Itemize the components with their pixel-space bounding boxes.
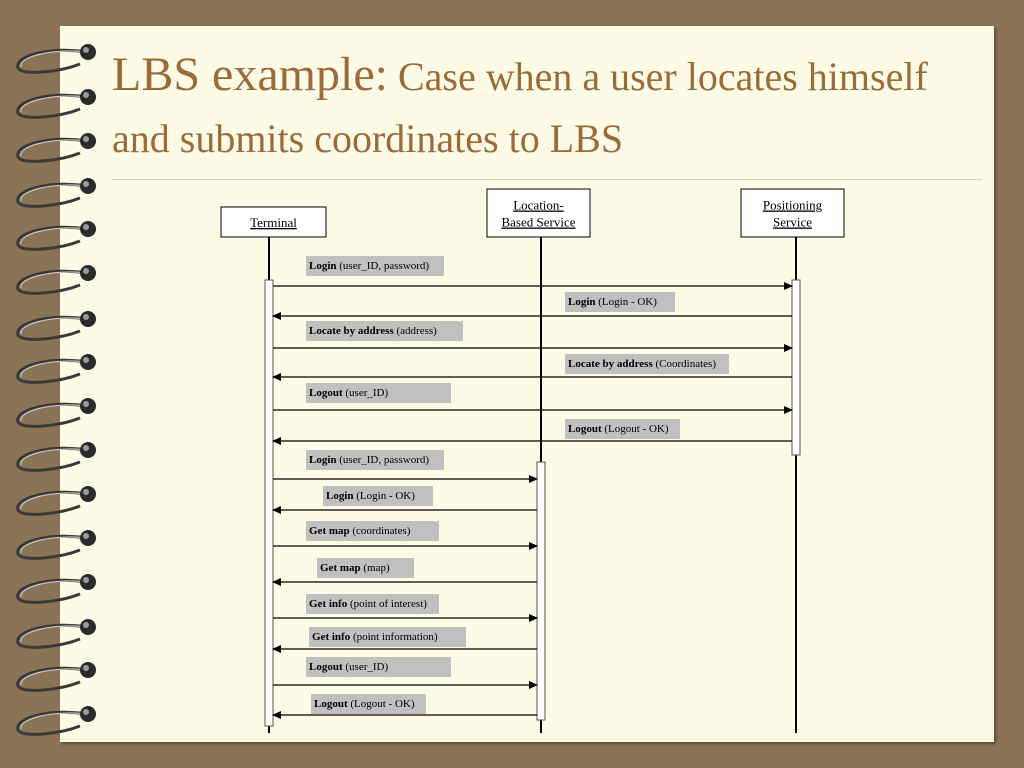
message: Logout (user_ID) — [273, 657, 538, 689]
message-label: Logout (Logout - OK) — [568, 423, 669, 435]
message-label: Login (user_ID, password) — [309, 260, 429, 272]
message-label-bg — [306, 521, 439, 541]
message: Get map (map) — [272, 558, 537, 586]
message-label: Login (user_ID, password) — [309, 454, 429, 466]
message-label: Logout (user_ID) — [309, 661, 388, 673]
message-label-bg — [317, 558, 414, 578]
participant-terminal: Terminal — [220, 206, 327, 238]
message: Login (Login - OK) — [272, 486, 537, 514]
message: Login (Login - OK) — [272, 292, 792, 320]
message-label-bg — [323, 486, 433, 506]
message-label: Login (Login - OK) — [568, 296, 657, 308]
message-label-bg — [306, 657, 451, 677]
message-label: Get info (point of interest) — [309, 598, 427, 610]
message-label-bg — [306, 594, 439, 614]
message: Get info (point information) — [272, 627, 537, 653]
title-divider — [112, 179, 982, 180]
message-label: Locate by address (address) — [309, 325, 437, 337]
message: Locate by address (Coordinates) — [272, 354, 792, 381]
message-label-bg — [565, 354, 729, 374]
message: Logout (Logout - OK) — [272, 419, 792, 445]
message-label-bg — [565, 419, 680, 439]
message-label-bg — [309, 627, 466, 647]
participant-label: Service — [773, 215, 812, 230]
activation-lbs — [536, 461, 546, 721]
message-label-bg — [565, 292, 675, 312]
title-main: LBS example: — [112, 48, 388, 101]
message-label-bg — [306, 450, 444, 470]
participant-label: Location- — [513, 198, 564, 213]
slide-paper — [60, 26, 994, 742]
message-label-bg — [311, 694, 426, 714]
message: Locate by address (address) — [273, 321, 793, 352]
participant-lbs: Location- Based Service — [486, 188, 591, 238]
message-label: Login (Login - OK) — [326, 490, 415, 502]
message-label-bg — [306, 256, 444, 276]
activation-positioning — [791, 279, 801, 456]
message-label: Logout (Logout - OK) — [314, 698, 415, 710]
message-label: Locate by address (Coordinates) — [568, 358, 716, 370]
slide-title: LBS example: Case when a user locates hi… — [112, 44, 992, 170]
message: Get map (coordinates) — [273, 521, 538, 550]
participant-label: Based Service — [501, 215, 575, 230]
message-label: Get map (coordinates) — [309, 525, 411, 537]
message: Logout (user_ID) — [273, 383, 793, 414]
message-label-bg — [306, 383, 451, 403]
message-label: Get info (point information) — [312, 631, 438, 643]
activation-terminal — [264, 279, 274, 727]
message: Login (user_ID, password) — [273, 450, 538, 483]
message-label: Logout (user_ID) — [309, 387, 388, 399]
participant-label: Positioning — [763, 198, 823, 213]
message-label-bg — [306, 321, 463, 341]
message: Logout (Logout - OK) — [272, 694, 537, 719]
title-rest: Case when a user locates himself and sub… — [112, 54, 928, 161]
message-label: Get map (map) — [320, 562, 390, 574]
participant-label: Terminal — [250, 215, 297, 230]
message: Get info (point of interest) — [273, 594, 538, 622]
message: Login (user_ID, password) — [273, 256, 793, 290]
